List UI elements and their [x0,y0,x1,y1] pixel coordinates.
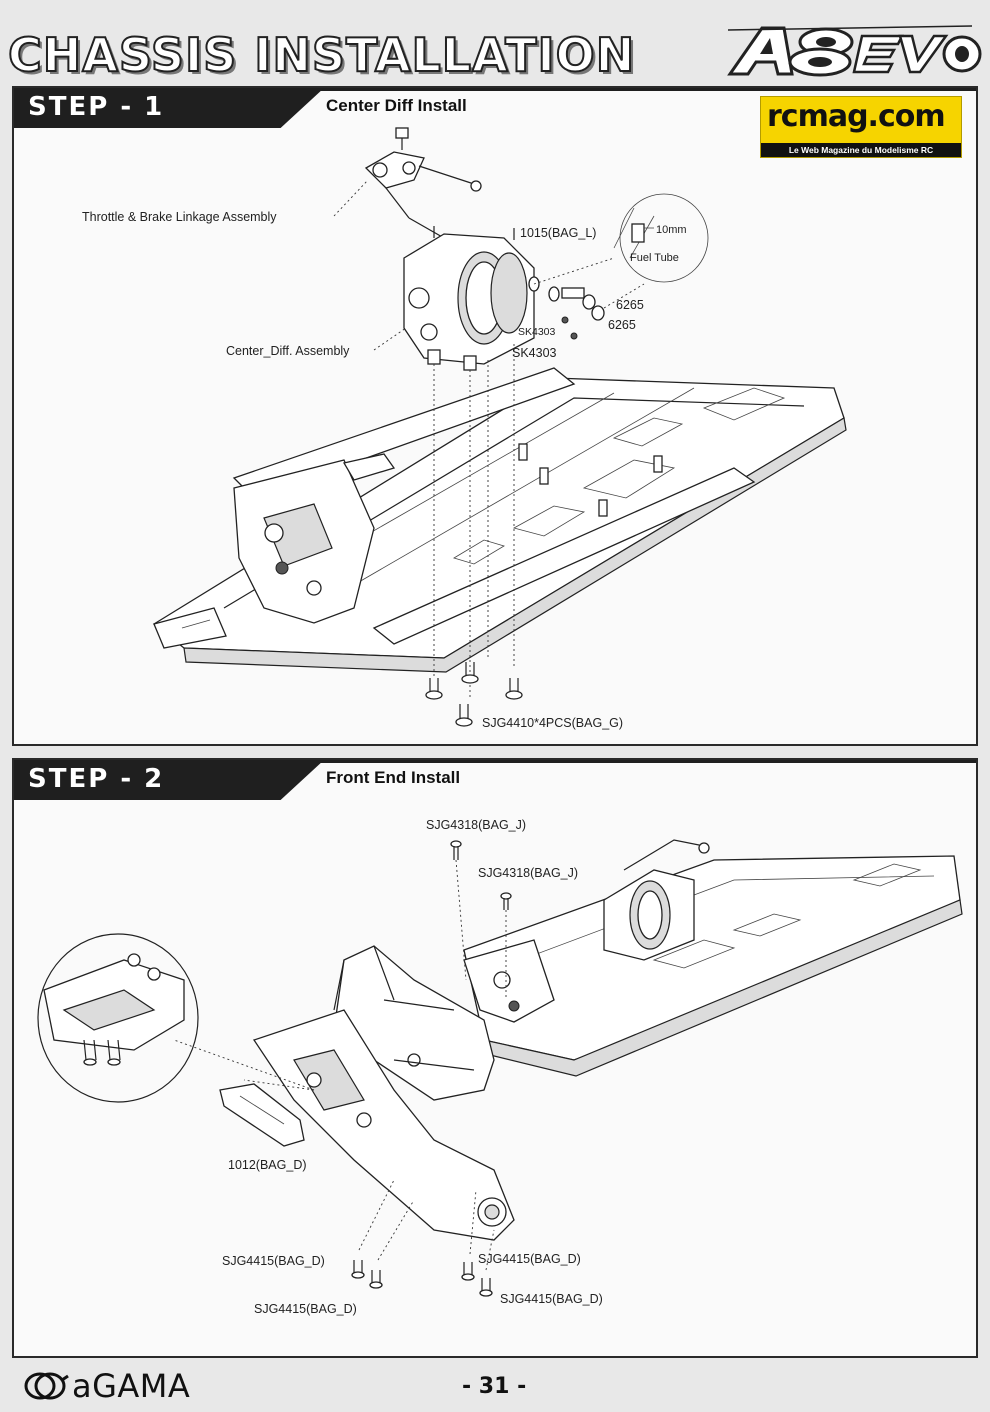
callout-sk4303-a: SK4303 [518,326,556,338]
screw-icon [369,1270,383,1289]
chassis-plate-step1 [152,367,847,673]
chassis-plate-step2 [463,839,963,1077]
screw-icon [351,1260,365,1279]
agama-logo-icon [24,1372,69,1400]
front-end-assembly-part [173,945,515,1241]
callout-1012-bag-d: 1012(BAG_D) [228,1158,307,1172]
callout-throttle-brake-linkage: Throttle & Brake Linkage Assembly [82,210,277,224]
watermark-site: rcmag.com [767,99,946,134]
a8-evo-logo [727,25,982,77]
callout-sjg4410: SJG4410*4PCS(BAG_G) [482,716,624,730]
screw-icon [450,840,467,981]
callout-6265-b: 6265 [608,318,636,332]
callout-center-diff-assembly: Center_Diff. Assembly [226,344,350,358]
screw-icon [500,892,512,1000]
step-2-label: STEP - 2 [28,764,165,794]
screw-icon [455,704,473,727]
bottom-screws-step2 [351,1179,495,1297]
callout-sjg4415-b: SJG4415(BAG_D) [478,1252,581,1266]
page-number: - 31 - [462,1374,527,1399]
zoom-inset [37,933,199,1103]
callout-sjg4318-a: SJG4318(BAG_J) [426,818,527,832]
footer-brand: aGAMA [72,1367,191,1405]
center-diff-assembly-part [373,226,535,698]
step-1-header [14,88,324,128]
step-2-header-bar [14,760,976,763]
callout-sjg4415-a: SJG4415(BAG_D) [222,1254,325,1268]
callout-6265-a: 6265 [616,298,644,312]
screw-icon [461,662,479,684]
screw-icon [479,1278,493,1297]
watermark-tagline: Le Web Magazine du Modelisme RC [761,143,961,157]
step-1-label: STEP - 1 [28,92,165,122]
throttle-brake-linkage-part [333,127,482,239]
front-bumper-plate-part [219,1083,305,1147]
bottom-screws-step1 [425,662,523,727]
screw-icon [461,1262,475,1281]
callout-1015-bag-l: 1015(BAG_L) [520,226,597,240]
step-1-title: Center Diff Install [326,96,467,115]
callout-sjg4318-b: SJG4318(BAG_J) [478,866,579,880]
callout-sjg4415-d: SJG4415(BAG_D) [500,1292,603,1306]
callout-sk4303-b: SK4303 [512,346,557,360]
rcmag-watermark: rcmag.com Le Web Magazine du Modelisme R… [760,96,962,158]
step-2-title: Front End Install [326,768,461,787]
screw-icon [505,678,523,700]
callout-fuel-tube: Fuel Tube [630,252,679,264]
top-screws-step2 [450,840,512,1000]
callout-sjg4415-c: SJG4415(BAG_D) [254,1302,357,1316]
step-1-header-bar [14,88,976,91]
page-title: CHASSIS INSTALLATION [7,27,636,83]
spacer-parts [528,193,709,340]
step-1-diagram [152,127,847,727]
screw-icon [425,678,443,700]
chassis-posts [518,443,663,517]
step-2-panel: STEP - 2 Front End Install [12,758,978,1358]
callout-10mm: 10mm [656,224,687,236]
step-1-panel: STEP - 1 Center Diff Install [12,86,978,746]
step-2-header [14,760,324,800]
step-2-diagram [37,839,963,1297]
